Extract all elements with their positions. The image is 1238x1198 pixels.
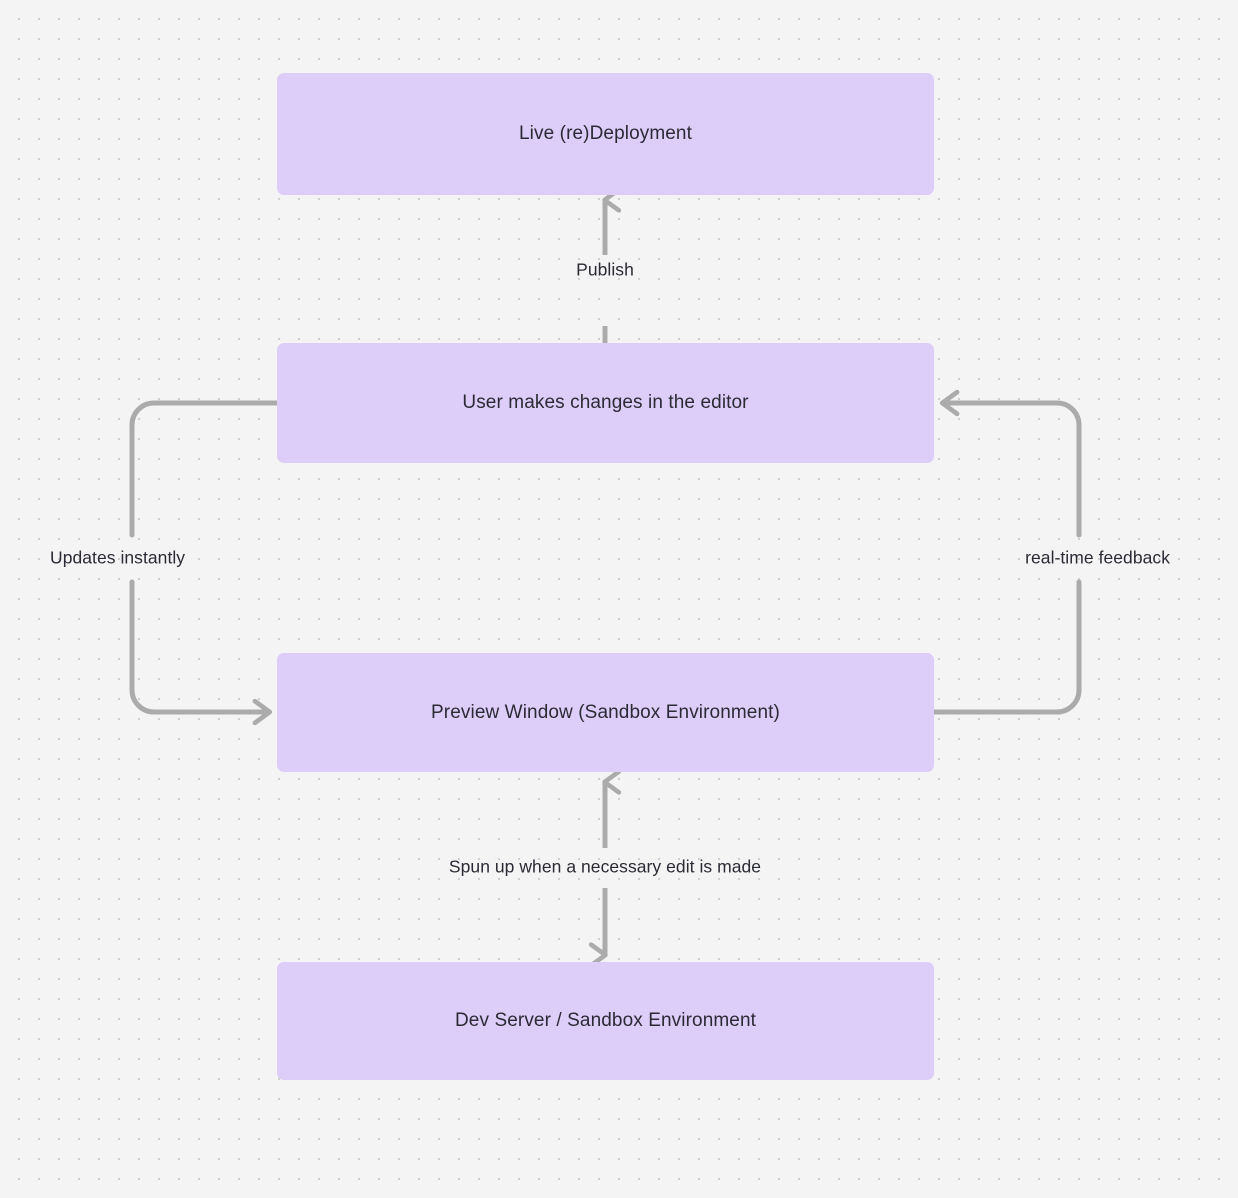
edge-label-spun-up: Spun up when a necessary edit is made xyxy=(448,856,762,877)
node-dev-server-label: Dev Server / Sandbox Environment xyxy=(454,1010,756,1032)
edge-label-publish: Publish xyxy=(576,259,634,280)
node-user-edits[interactable]: User makes changes in the editor xyxy=(277,343,934,463)
node-preview-window-label: Preview Window (Sandbox Environment) xyxy=(431,701,780,723)
node-live-deployment[interactable]: Live (re)Deployment xyxy=(277,73,934,195)
edge-label-updates-instantly: Updates instantly xyxy=(50,547,186,568)
edge-label-real-time-feedback: real-time feedback xyxy=(1025,547,1170,568)
node-preview-window[interactable]: Preview Window (Sandbox Environment) xyxy=(277,653,934,772)
node-dev-server[interactable]: Dev Server / Sandbox Environment xyxy=(277,962,934,1080)
node-live-deployment-label: Live (re)Deployment xyxy=(519,123,692,145)
node-user-edits-label: User makes changes in the editor xyxy=(462,392,749,414)
